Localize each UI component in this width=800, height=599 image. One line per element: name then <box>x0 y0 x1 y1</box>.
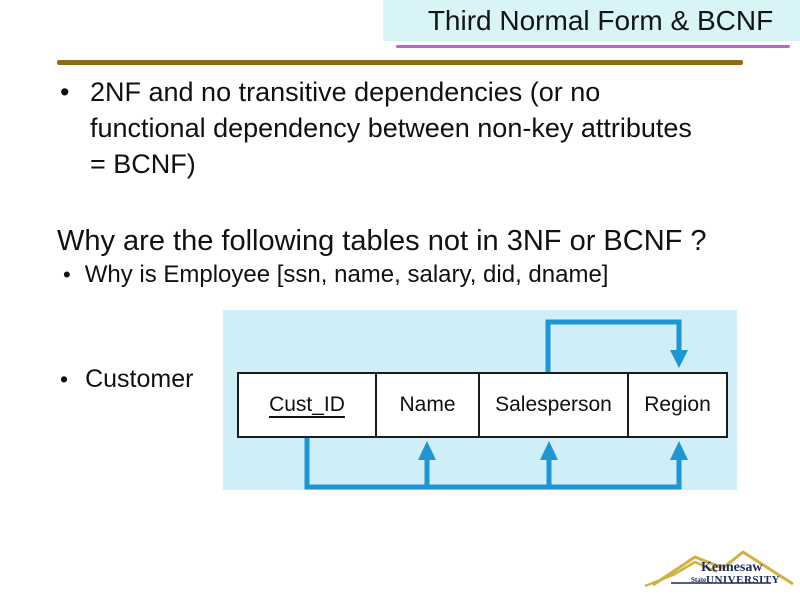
column-label-name: Name <box>399 393 456 416</box>
arrow-salesperson-to-region <box>545 319 682 372</box>
arrowhead-down-region <box>670 350 688 368</box>
logo-text-university: UNIVERSITY <box>706 574 780 586</box>
column-label-cust-id: Cust_ID <box>269 393 345 416</box>
logo-graphic: Kennesaw State UNIVERSITY <box>644 550 794 588</box>
logo-text-state: State <box>691 576 706 584</box>
bullet-line-3: = BCNF) <box>90 149 196 179</box>
bullet-line-2: functional dependency between non-key at… <box>90 113 692 143</box>
question-heading: Why are the following tables not in 3NF … <box>57 225 707 257</box>
dependency-diagram-panel: Cust_ID Name Salesperson Region <box>223 310 737 490</box>
logo-mountain-back <box>652 550 794 587</box>
arrowhead-up-name <box>418 441 436 460</box>
customer-relation-table: Cust_ID Name Salesperson Region <box>237 372 728 438</box>
bullet-customer: • Customer <box>60 364 193 395</box>
bullet-marker: • <box>60 77 70 107</box>
slide-title-bar: Third Normal Form & BCNF <box>383 0 800 41</box>
table-cell-region: Region <box>629 374 726 436</box>
title-underline-purple <box>396 45 790 48</box>
bullet-line-1: 2NF and no transitive dependencies (or n… <box>90 77 601 107</box>
bullet-employee: • Why is Employee [ssn, name, salary, did… <box>63 260 608 290</box>
kennesaw-university-logo: Kennesaw State UNIVERSITY <box>643 542 798 594</box>
table-cell-cust-id: Cust_ID <box>239 374 377 436</box>
table-cell-name: Name <box>377 374 480 436</box>
arrow-custid-trunk <box>304 438 682 490</box>
column-label-region: Region <box>644 393 711 416</box>
arrowhead-up-region <box>670 441 688 460</box>
bullet-transitive-dependencies: • 2NF and no transitive dependencies (or… <box>57 74 787 182</box>
table-cell-salesperson: Salesperson <box>480 374 629 436</box>
logo-text-kennesaw: Kennesaw <box>701 560 763 575</box>
slide-title: Third Normal Form & BCNF <box>427 4 774 36</box>
header-divider-gold <box>57 60 743 65</box>
logo-mountain-front <box>644 560 718 588</box>
bullet-marker: • <box>63 262 71 287</box>
bullet-customer-text: Customer <box>85 365 194 393</box>
column-label-salesperson: Salesperson <box>495 393 612 416</box>
arrowhead-up-salesperson <box>540 441 558 460</box>
bullet-marker: • <box>60 366 69 392</box>
bullet-employee-text: Why is Employee [ssn, name, salary, did,… <box>84 261 609 288</box>
